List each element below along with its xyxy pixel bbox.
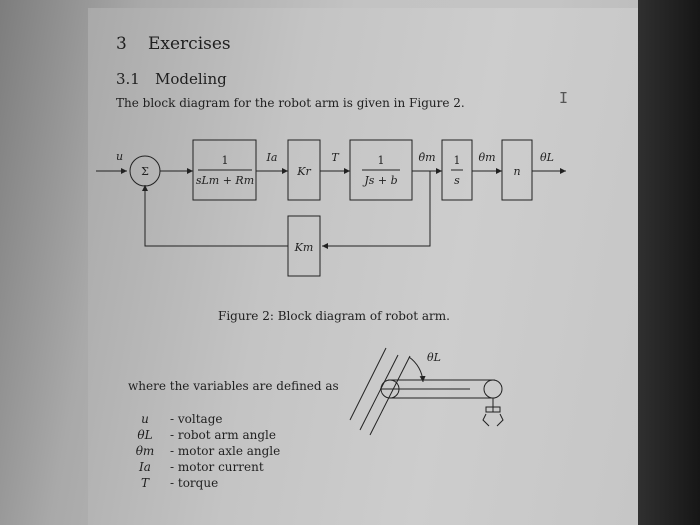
block4-denominator: s (454, 174, 460, 187)
signal-theta-m-label: θm (478, 151, 495, 164)
text-cursor-icon: I (559, 89, 569, 107)
block2-label: Kr (296, 165, 311, 178)
section-number: 3 (116, 34, 127, 54)
signal-theta-m-dot-label: θ̇m (418, 151, 435, 164)
feedback-block-label: Km (294, 241, 314, 254)
robot-angle-label: θL (427, 351, 441, 364)
variable-description: - torque (170, 476, 219, 490)
subsection-title: Modeling (155, 70, 227, 88)
block1-denominator: sLm + Rm (196, 174, 254, 187)
variable-symbol: T (140, 476, 149, 490)
block5-label: n (513, 165, 520, 178)
variable-symbol: θL (137, 428, 153, 442)
variable-symbol: Ia (139, 460, 151, 474)
variable-symbol: u (141, 412, 149, 426)
robot-arm-sketch (349, 347, 504, 436)
signal-ia-label: Ia (266, 151, 278, 164)
block-integrator (441, 139, 473, 201)
section-title: Exercises (148, 34, 231, 54)
figure-caption: Figure 2: Block diagram of robot arm. (218, 309, 450, 323)
monitor-bezel (638, 0, 700, 525)
sum-symbol: Σ (141, 165, 149, 178)
block-electrical (192, 139, 257, 201)
input-label: u (116, 150, 123, 163)
variable-symbol: θm (135, 444, 155, 458)
block4-numerator: 1 (454, 154, 461, 167)
output-label: θL (540, 151, 554, 164)
block1-numerator: 1 (222, 154, 229, 167)
variable-description: - motor current (170, 460, 264, 474)
summing-junction (129, 155, 161, 187)
where-text: where the variables are defined as (128, 379, 339, 393)
block-mechanical (349, 139, 413, 201)
signal-t-label: T (331, 151, 340, 164)
subsection-number: 3.1 (116, 70, 140, 88)
variable-description: - voltage (170, 412, 223, 426)
document-page (88, 8, 638, 525)
block-kr (287, 139, 321, 201)
block-km (287, 215, 321, 277)
block-gear-ratio (501, 139, 533, 201)
variable-description: - motor axle angle (170, 444, 281, 458)
variable-description: - robot arm angle (170, 428, 276, 442)
block3-numerator: 1 (378, 154, 385, 167)
block3-denominator: Js + b (362, 174, 397, 187)
intro-paragraph: The block diagram for the robot arm is g… (116, 96, 465, 110)
